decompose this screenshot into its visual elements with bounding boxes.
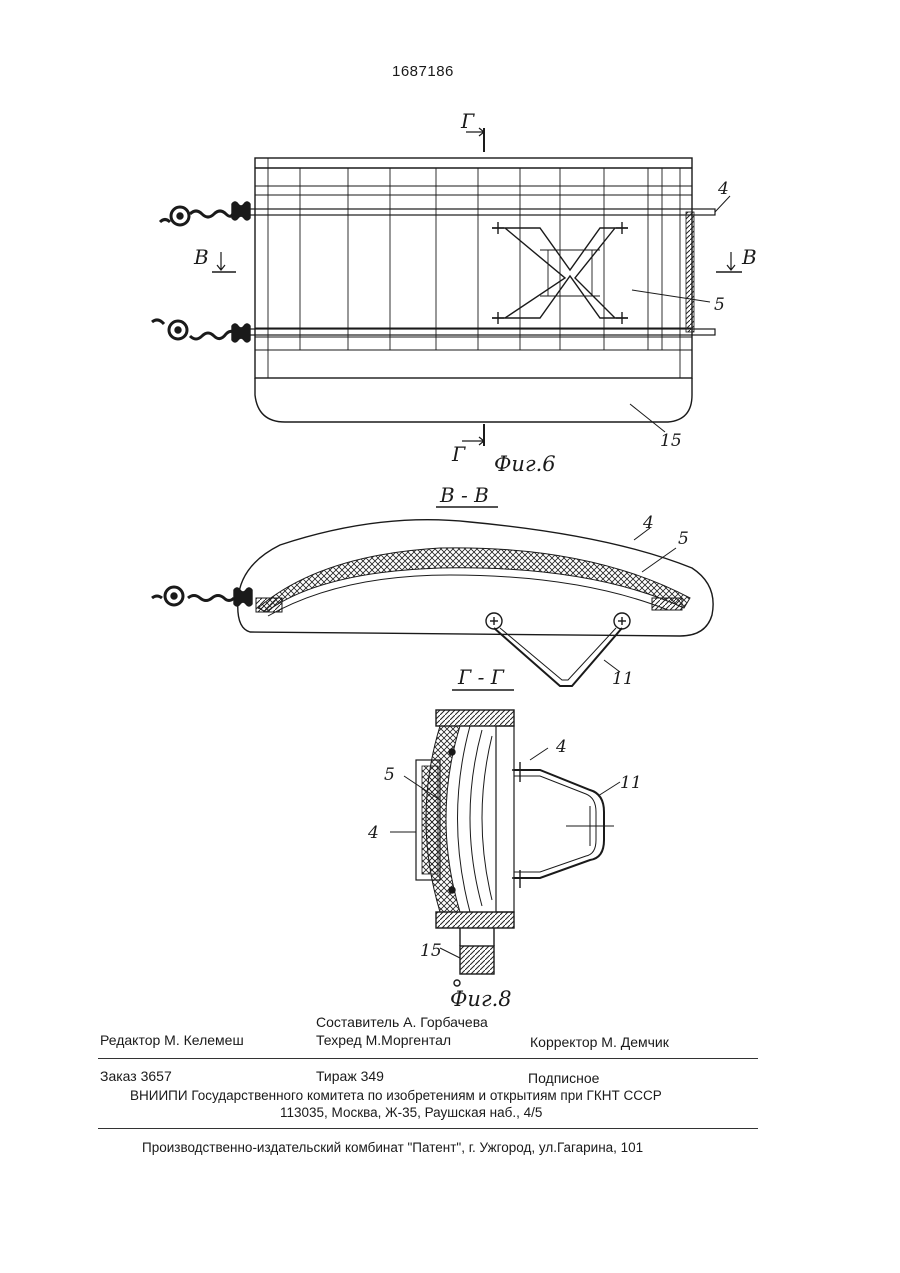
- label-15-fig6: 15: [660, 431, 682, 451]
- body-outline: [237, 518, 714, 637]
- figure-8-caption: Фиг.8: [450, 987, 512, 1011]
- figure-6-caption: Фиг.6: [494, 452, 556, 476]
- subscription: Подписное: [528, 1070, 600, 1086]
- label-11-vv: 11: [612, 669, 634, 689]
- section-vv-title: В - В: [439, 483, 489, 507]
- ring-lower: [167, 319, 189, 341]
- label-5-fig6: 5: [714, 295, 725, 315]
- tech-editor-credit: Техред М.Моргентал: [316, 1032, 452, 1048]
- divider-top: [98, 1058, 758, 1059]
- frame-outline: [254, 157, 693, 379]
- label-5-gg: 5: [384, 765, 395, 785]
- label-4-vv: 4: [642, 513, 654, 533]
- label-4-gg-top: 4: [555, 737, 567, 757]
- institute-address: 113035, Москва, Ж-35, Раушская наб., 4/5: [280, 1105, 543, 1120]
- section-gg-title: Г - Г: [457, 665, 505, 689]
- rod-lower: [239, 328, 716, 336]
- ring-upper: [169, 205, 191, 227]
- patent-number: 1687186: [392, 63, 454, 80]
- section-mark-bottom: Г: [451, 442, 466, 466]
- label-5-vv: 5: [678, 529, 689, 549]
- compiler-credit: Составитель А. Горбачева: [316, 1014, 488, 1030]
- spring-lower: [231, 323, 251, 343]
- spring-upper: [231, 201, 251, 221]
- figure-6-top-view: [151, 127, 742, 446]
- runner-15-gg: [459, 945, 495, 975]
- label-4-fig6: 4: [717, 179, 729, 199]
- view-mark-right: В: [741, 245, 757, 269]
- proofreader-credit: Корректор М. Демчик: [530, 1034, 669, 1050]
- label-11-gg: 11: [620, 773, 642, 793]
- editor-credit: Редактор М. Келемеш: [100, 1032, 244, 1048]
- x-bracket: [492, 222, 628, 324]
- handle-11: [493, 627, 623, 687]
- runner-15: [254, 378, 693, 423]
- section-gg-drawing: [390, 709, 621, 987]
- view-mark-left: В: [193, 245, 209, 269]
- padding-5: [257, 547, 691, 613]
- printer-info: Производственно-издательский комбинат "П…: [142, 1140, 644, 1155]
- section-mark-top: Г: [460, 109, 475, 133]
- institute-name: ВНИИПИ Государственного комитета по изоб…: [130, 1088, 662, 1103]
- slats: [267, 158, 681, 378]
- section-vv-drawing: [151, 518, 714, 687]
- label-4-gg-left: 4: [367, 823, 379, 843]
- circulation: Тираж 349: [316, 1068, 384, 1084]
- divider-bottom: [98, 1128, 758, 1129]
- label-15-gg: 15: [420, 941, 442, 961]
- rod-upper: [239, 208, 716, 216]
- order-number: Заказ 3657: [100, 1068, 172, 1084]
